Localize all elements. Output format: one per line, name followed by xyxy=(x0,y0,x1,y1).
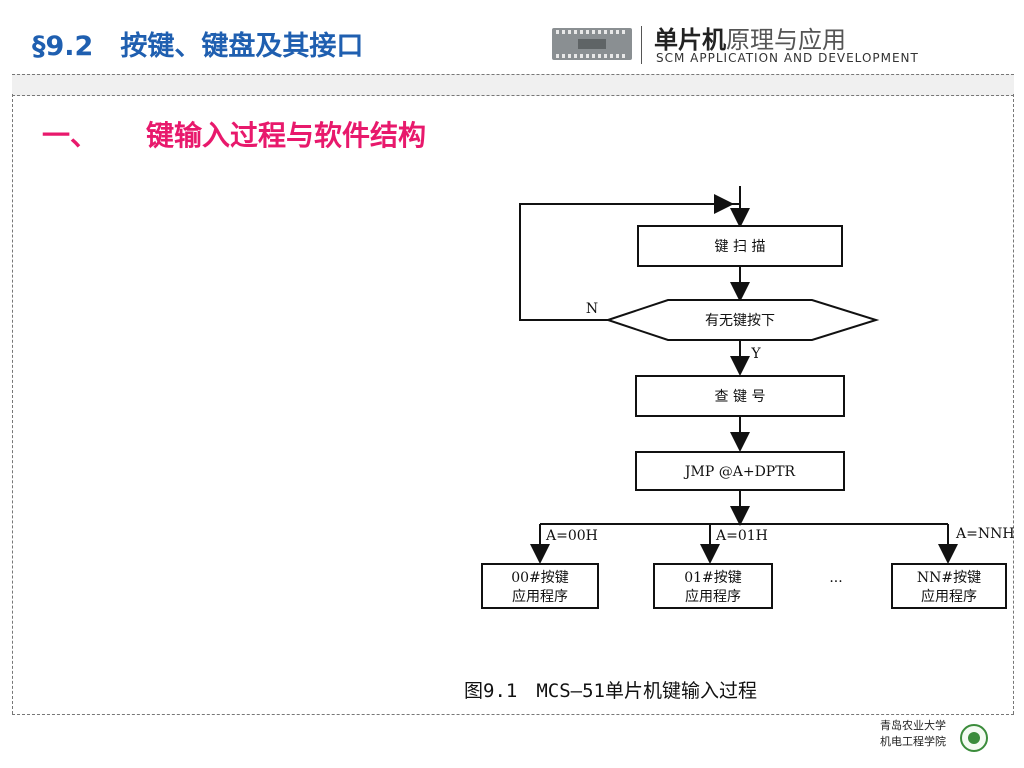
flowchart-diagram: 键 扫 描 有无键按下 N Y 查 键 号 JMP @A+DPTR A=00H … xyxy=(481,186,1015,609)
branch-00-box xyxy=(481,563,599,609)
scan-label: 键 扫 描 xyxy=(715,239,766,255)
loop-back-line xyxy=(519,203,740,321)
university-seal-icon xyxy=(960,724,988,752)
branch-01-line1: 01#按键 xyxy=(684,570,742,586)
yes-label: Y xyxy=(750,346,761,362)
frame-right xyxy=(1013,94,1014,714)
header-band xyxy=(12,74,1014,96)
lookup-label: 查 键 号 xyxy=(715,389,766,405)
branch-nn-box xyxy=(891,563,1007,609)
branch-01-line2: 应用程序 xyxy=(685,588,741,605)
brand-divider xyxy=(641,26,642,64)
section-heading: 一、 键输入过程与软件结构 xyxy=(42,114,426,154)
frame-left xyxy=(12,94,13,714)
branch-nn-condition: A=NNH xyxy=(955,526,1015,542)
decision-label: 有无键按下 xyxy=(705,313,775,329)
footer-college: 机电工程学院 xyxy=(880,735,946,748)
ellipsis: ··· xyxy=(829,574,842,590)
branch-00-line2: 应用程序 xyxy=(512,588,568,605)
jump-label: JMP @A+DPTR xyxy=(683,464,796,480)
chip-icon xyxy=(552,28,632,60)
branch-01-box xyxy=(653,563,773,609)
branch-nn-line2: 应用程序 xyxy=(921,588,977,605)
brand-title: 单片机原理与应用 xyxy=(654,20,846,55)
footer-logo: 青岛农业大学 机电工程学院 xyxy=(880,718,946,750)
branch-01-condition: A=01H xyxy=(715,528,768,544)
section-number: 一、 xyxy=(42,119,99,152)
brand-title-bold: 单片机 xyxy=(654,25,726,54)
branch-nn-line1: NN#按键 xyxy=(917,570,981,586)
section-title: §9.2 按键、键盘及其接口 xyxy=(32,31,364,62)
branch-00-line1: 00#按键 xyxy=(511,570,569,586)
figure-caption: 图9.1 MCS–51单片机键输入过程 xyxy=(464,680,757,702)
decision-hexagon xyxy=(604,299,880,341)
no-label: N xyxy=(586,301,598,317)
scan-box xyxy=(637,225,843,267)
section-heading-text: 键输入过程与软件结构 xyxy=(146,119,427,152)
branch-00-condition: A=00H xyxy=(545,528,598,544)
flowchart-figure: 键 扫 描 有无键按下 N Y 查 键 号 JMP @A+DPTR A=00H … xyxy=(478,182,1024,616)
brand-subtitle: SCM APPLICATION AND DEVELOPMENT xyxy=(656,51,919,65)
footer-university: 青岛农业大学 xyxy=(880,719,946,732)
frame-bottom xyxy=(12,714,1014,715)
brand-title-rest: 原理与应用 xyxy=(726,26,846,54)
